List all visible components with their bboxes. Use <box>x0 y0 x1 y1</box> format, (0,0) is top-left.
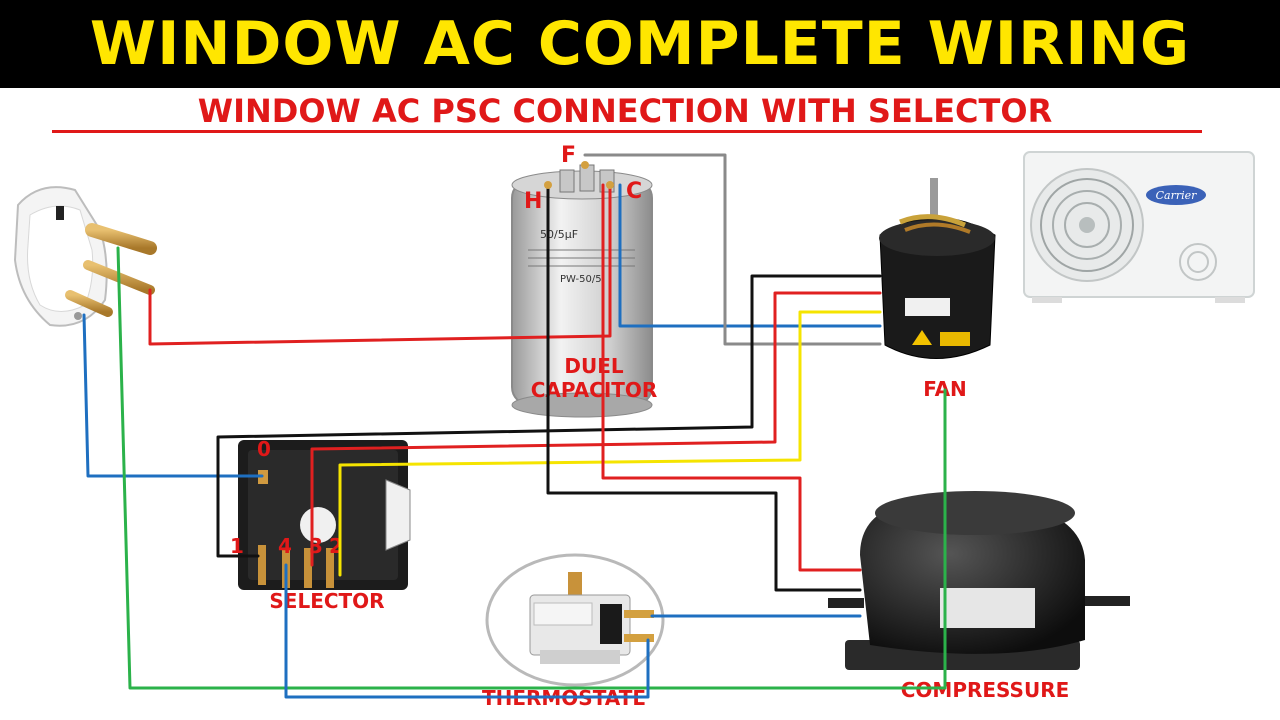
plug-pin-neutral <box>65 290 113 317</box>
capacitor-rating: 50/5µF <box>540 228 578 241</box>
wire-blue-neutral <box>82 313 264 478</box>
three-pin-plug <box>13 186 157 327</box>
wire-red-selector-fan <box>310 291 882 567</box>
subtitle-underline <box>52 130 1202 133</box>
thermostat <box>485 553 665 687</box>
selector-switch <box>238 440 411 590</box>
wire-blue-capacitor-fan <box>618 183 882 328</box>
capacitor-model: PW-50/5 <box>560 274 602 285</box>
wire-blue-thermostat <box>284 563 650 699</box>
capacitor-label-line2: CAPACITOR <box>531 378 658 402</box>
selector-terminal-0: 0 <box>257 437 271 461</box>
selector-label: SELECTOR <box>269 589 384 613</box>
wire-grey-fan <box>583 153 882 346</box>
plug-pin-earth <box>85 223 157 255</box>
compressor <box>828 491 1130 670</box>
fan-motor <box>879 178 996 359</box>
wire-red-live <box>148 183 612 346</box>
wire-black-capacitor-compressor <box>546 183 862 592</box>
capacitor-label-line1: DUEL <box>564 354 624 378</box>
capacitor-terminal-h: H <box>524 189 542 214</box>
wire-green-earth <box>116 246 947 690</box>
wire-black-selector-fan <box>216 274 882 558</box>
page-title: WINDOW AC COMPLETE WIRING <box>89 9 1191 79</box>
selector-terminal-1: 1 <box>230 534 244 558</box>
capacitor-terminal-f: F <box>561 143 576 168</box>
capacitor-common-terminal <box>606 181 614 189</box>
capacitor-terminal-c: C <box>626 179 642 204</box>
compressor-label: COMPRESSURE <box>901 678 1070 702</box>
outdoor-unit-brand: Carrier <box>1156 189 1198 202</box>
wire-yellow-selector-fan <box>338 310 882 577</box>
capacitor-fan-terminal <box>581 161 589 169</box>
outdoor-ac-unit: Carrier <box>1023 151 1255 303</box>
title-banner <box>0 0 1280 88</box>
wire-red-capacitor-compressor <box>601 183 862 572</box>
capacitor-herm-terminal <box>544 181 552 189</box>
selector-terminal-4: 4 <box>278 534 292 558</box>
page-subtitle: WINDOW AC PSC CONNECTION WITH SELECTOR <box>197 92 1053 130</box>
